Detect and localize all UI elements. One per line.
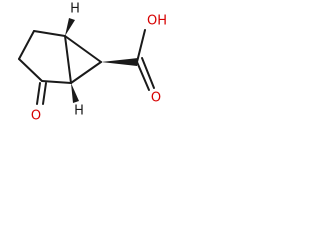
wedge-bond-c1-h-top — [65, 18, 75, 36]
atom-h-bottom: H — [74, 104, 84, 119]
wedge-bond-c5-h-bottom — [71, 83, 79, 103]
atom-oh: OH — [147, 14, 167, 29]
wedge-bond-c6-carboxyl — [101, 58, 138, 66]
bond-cooh-c-o-b — [141, 57, 155, 89]
bond-c5-c6 — [70, 61, 102, 84]
atom-o-ketone: O — [31, 109, 41, 124]
bond-c1-c6 — [64, 35, 102, 63]
bond-c4-o-ketone-a — [36, 82, 41, 105]
bond-c2-c3 — [18, 30, 35, 60]
bond-c4-o-ketone-b — [42, 82, 47, 105]
bond-cooh-c-o-a — [136, 61, 150, 91]
bond-cooh-c-oh — [136, 29, 146, 63]
atom-o-acid: O — [151, 91, 161, 106]
bond-c5-c1 — [64, 35, 72, 84]
bond-c1-c2 — [33, 30, 66, 37]
bond-c4-c5 — [41, 80, 72, 84]
bond-c3-c4 — [18, 58, 43, 82]
bicyclic-ketone-carboxylic-acid-structure: H H OH O O — [18, 2, 167, 124]
atom-h-top: H — [70, 2, 80, 17]
